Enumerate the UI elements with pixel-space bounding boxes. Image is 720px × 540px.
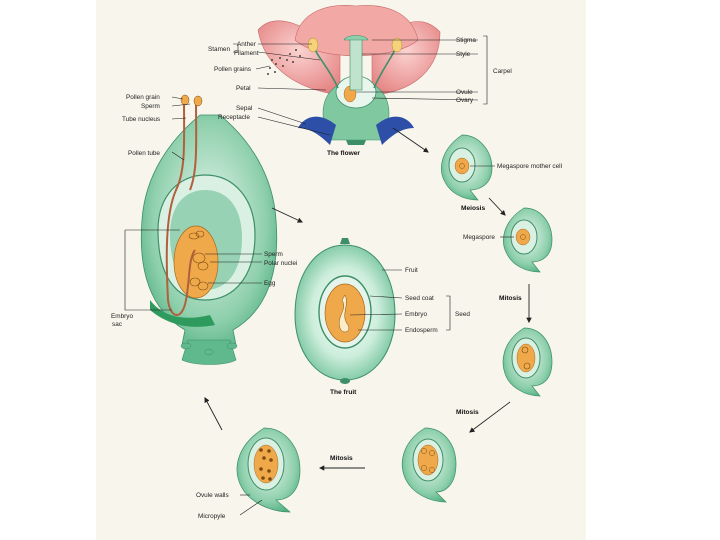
label-petal: Petal [236,85,251,92]
label-filament: Filament [234,50,259,57]
label-embryo: Embryo [405,311,427,318]
label-polar-nuclei: Polar nuclei [264,260,297,267]
right-sepal [376,116,414,145]
label-micropyle: Micropyle [198,513,226,520]
label-megaspore: Megaspore [463,234,495,241]
label-ovary: Ovary [456,97,474,104]
embryo [338,294,350,333]
label-pollen-grains: Pollen grains [214,66,251,73]
label-fruit: Fruit [405,267,418,274]
label-seed-coat: Seed coat [405,295,434,302]
label-tube-nucleus: Tube nucleus [122,116,160,123]
label-endosperm: Endosperm [405,327,438,334]
label-ovule: Ovule [456,89,473,96]
pollen-grains-top [180,94,203,107]
fruit-tip [340,378,350,384]
stigma [343,35,369,41]
fruit-leaders [349,269,451,331]
micropyle-ridges [180,342,238,356]
stem [346,140,366,145]
label-embryo-sac-line2: sac [112,321,123,328]
label-seed: Seed [455,311,470,318]
ovule-stage-four-nuclei [401,427,457,503]
label-pollen-tube: Pollen tube [128,150,160,157]
label-stamen: Stamen [208,46,230,53]
label-meiosis: Meiosis [461,205,486,212]
ovule-stage-two-nuclei [502,327,553,397]
style [349,37,363,91]
ovule-cross-section [140,94,278,365]
label-mitosis-2: Mitosis [456,409,479,416]
left-sepal [298,116,336,145]
ovule-stage-eight-nuclei [236,427,301,516]
ovule-stage-megaspore [500,207,553,273]
ovule-leaders [124,96,262,311]
label-sperm: Sperm [264,251,283,258]
right-anther [391,37,403,53]
label-the-flower: The flower [327,150,360,157]
label-embryo-sac-line1: Embryo [111,313,133,320]
label-egg: Egg [264,280,276,287]
label-ovule-walls: Ovule walls [196,492,229,499]
fruit-stem [340,238,350,244]
cycle-arrows [204,127,532,471]
flower-leaders [233,35,488,136]
label-sperm-top: Sperm [141,103,160,110]
left-anther [307,37,319,53]
label-mitosis-3: Mitosis [330,455,353,462]
fruit-illustration [294,238,396,384]
green-band [150,300,215,327]
ovule-stage-mother-cell [441,134,495,201]
label-megaspore-mother-cell: Megaspore mother cell [497,163,562,170]
label-sepal: Sepal [236,105,252,112]
label-style: Style [456,51,471,58]
sac-nuclei [188,230,209,291]
label-receptacle: Receptacle [218,114,250,121]
label-anther: Anther [237,41,257,48]
pollen-tube [165,99,196,316]
label-mitosis-1: Mitosis [499,295,522,302]
label-carpel: Carpel [493,68,512,75]
back-petal [294,5,419,57]
label-stigma: Stigma [456,37,476,44]
pollen-tube-2 [189,99,198,191]
pollen-grains [267,49,301,75]
label-the-fruit: The fruit [330,389,357,396]
label-pollen-grain: Pollen grain [126,94,160,101]
